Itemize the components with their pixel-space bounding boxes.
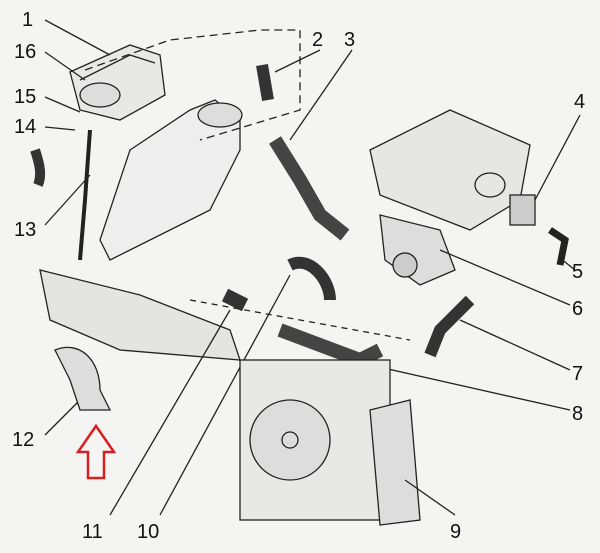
label-part-14: 14 [14, 116, 37, 138]
label-part-9: 9 [450, 521, 462, 543]
air-filter-housing [69, 44, 166, 121]
label-part-3: 3 [344, 29, 356, 51]
label-part-6: 6 [572, 298, 584, 320]
pipe-3 [269, 136, 350, 241]
label-part-1: 1 [22, 9, 34, 31]
intercooler-9 [369, 399, 421, 526]
cross-member [39, 269, 241, 361]
hose-2 [256, 63, 274, 102]
fan [249, 399, 331, 481]
label-part-4: 4 [574, 91, 586, 113]
engine-cover [369, 109, 531, 231]
label-part-10: 10 [137, 521, 160, 543]
label-part-15: 15 [14, 86, 37, 108]
hose-7 [424, 295, 475, 358]
label-part-2: 2 [312, 29, 324, 51]
turbocharger [379, 214, 456, 286]
label-part-8: 8 [572, 403, 584, 425]
charge-pipe [277, 323, 384, 368]
charge-pipe-10 [287, 256, 336, 301]
label-part-16: 16 [14, 41, 37, 63]
label-part-7: 7 [572, 363, 584, 385]
sensor-4 [509, 194, 536, 226]
label-part-13: 13 [14, 219, 37, 241]
label-part-11: 11 [82, 521, 103, 543]
label-part-5: 5 [572, 261, 584, 283]
intake-12 [54, 346, 112, 411]
hose-11 [221, 288, 249, 312]
hose-14 [30, 148, 46, 187]
label-part-12: 12 [12, 429, 35, 451]
highlight-arrow [75, 423, 117, 480]
